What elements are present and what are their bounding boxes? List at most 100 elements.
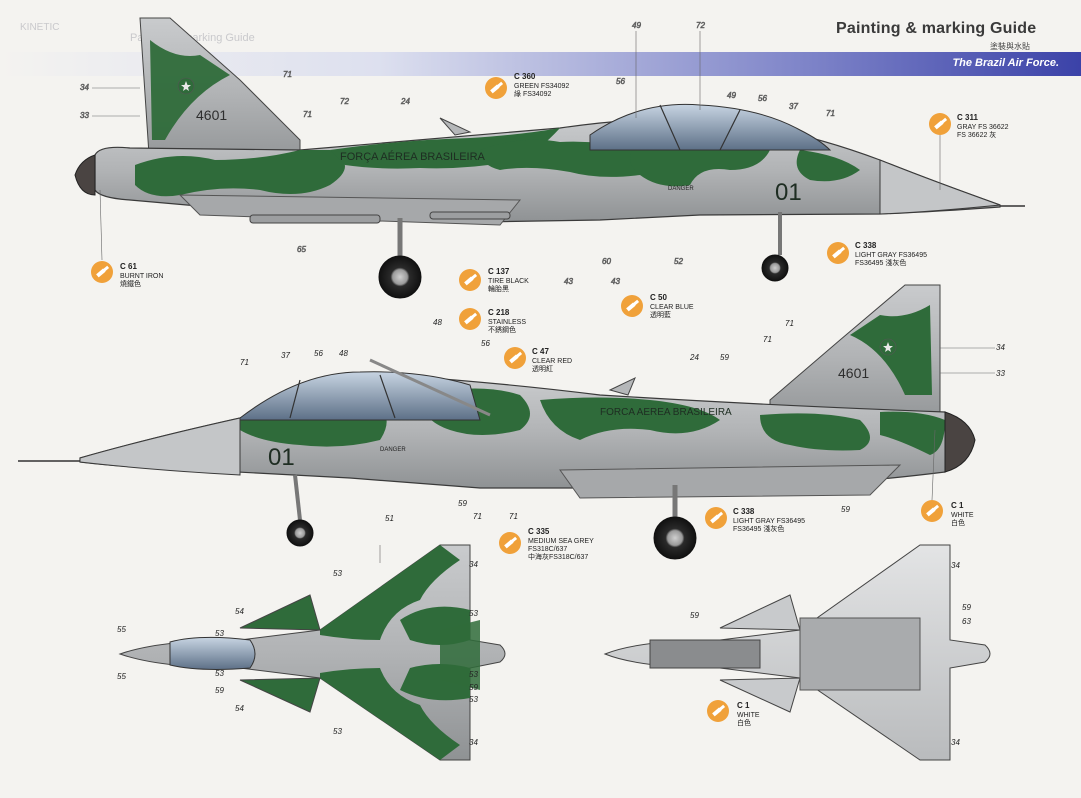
callout-label: 24 [400, 97, 410, 106]
callout-label: 59 [720, 353, 729, 362]
callout-label: 55 [117, 625, 126, 634]
svg-text:C 218: C 218 [488, 308, 510, 317]
callouts-left-profile: 72 49 56 49 56 37 71 34 33 71 71 72 24 6… [80, 21, 836, 287]
callout-label: 60 [602, 257, 611, 266]
fuselage-text-right: FORCA AEREA BRASILEIRA [600, 407, 732, 418]
ghost-logo: KINETIC [20, 22, 60, 33]
svg-text:WHITE: WHITE [951, 512, 974, 519]
callout-label: 49 [632, 21, 641, 30]
svg-text:FS 36622 灰: FS 36622 灰 [957, 130, 996, 139]
callout-label: 71 [763, 335, 772, 344]
svg-text:TIRE BLACK: TIRE BLACK [488, 278, 529, 285]
aircraft-right-profile: FORCA AEREA BRASILEIRA 01 4601 DANGER [18, 284, 976, 560]
callout-label: 53 [469, 670, 478, 679]
paint-callout-light-gray-1: C 338 LIGHT GRAY FS36495 FS36495 淺灰色 [827, 241, 927, 267]
svg-text:透明紅: 透明紅 [532, 364, 553, 373]
svg-text:FS36495 淺灰色: FS36495 淺灰色 [733, 524, 784, 533]
callout-label: 71 [509, 512, 518, 521]
svg-text:MEDIUM SEA GREY: MEDIUM SEA GREY [528, 538, 594, 545]
callout-label: 59 [962, 603, 971, 612]
svg-text:GREEN FS34092: GREEN FS34092 [514, 83, 569, 90]
svg-text:不銹鋼色: 不銹鋼色 [488, 325, 516, 334]
callout-label: 59 [841, 505, 850, 514]
svg-text:FS36495 淺灰色: FS36495 淺灰色 [855, 258, 906, 267]
callout-label: 72 [696, 21, 705, 30]
callout-label: 34 [996, 343, 1005, 352]
svg-text:CLEAR BLUE: CLEAR BLUE [650, 304, 694, 311]
svg-text:燒鐵色: 燒鐵色 [120, 279, 141, 288]
danger-label-right: DANGER [380, 447, 406, 453]
svg-text:輪胎黑: 輪胎黑 [488, 284, 509, 293]
svg-text:FS318C/637: FS318C/637 [528, 546, 567, 553]
callout-label: 48 [339, 349, 348, 358]
page-title: Painting & marking Guide [836, 20, 1037, 37]
paint-callout-stainless: C 218 STAINLESS 不銹鋼色 [459, 308, 526, 334]
callout-label: 71 [473, 512, 482, 521]
callout-label: 37 [789, 102, 798, 111]
svg-text:透明藍: 透明藍 [650, 310, 671, 319]
svg-text:GRAY FS 36622: GRAY FS 36622 [957, 124, 1009, 131]
callout-label: 34 [951, 738, 960, 747]
svg-text:BURNT IRON: BURNT IRON [120, 273, 163, 280]
callout-label: 43 [564, 277, 573, 286]
svg-text:WHITE: WHITE [737, 712, 760, 719]
svg-text:LIGHT GRAY FS36495: LIGHT GRAY FS36495 [733, 518, 805, 525]
paint-callout-green: C 360 GREEN FS34092 綠 FS34092 [485, 72, 569, 99]
callout-label: 55 [117, 672, 126, 681]
callout-label: 56 [616, 77, 625, 86]
callout-label: 71 [240, 358, 249, 367]
callout-label: 53 [469, 609, 478, 618]
paint-callout-light-gray-2: C 338 LIGHT GRAY FS36495 FS36495 淺灰色 [705, 507, 805, 533]
callout-label: 63 [962, 617, 971, 626]
callout-label: 53 [215, 629, 224, 638]
callout-label: 72 [340, 97, 349, 106]
svg-text:C 137: C 137 [488, 267, 510, 276]
callout-label: 53 [333, 727, 342, 736]
svg-text:C 335: C 335 [528, 527, 550, 536]
callout-label: 33 [80, 111, 89, 120]
nose-number-right: 01 [268, 444, 295, 471]
paint-callout-white-1: C 1 WHITE 白色 [921, 500, 974, 527]
callout-label: 53 [469, 695, 478, 704]
callout-label: 65 [297, 245, 306, 254]
paint-callout-medium-sea-grey: C 335 MEDIUM SEA GREY FS318C/637 中海灰FS31… [499, 527, 594, 561]
callout-label: 56 [758, 94, 767, 103]
callout-label: 56 [481, 339, 490, 348]
callout-label: 34 [469, 560, 478, 569]
callout-label: 59 [469, 683, 478, 692]
callout-label: 56 [314, 349, 323, 358]
svg-text:CLEAR RED: CLEAR RED [532, 358, 572, 365]
svg-text:C 1: C 1 [737, 701, 750, 710]
callout-label: 54 [235, 704, 244, 713]
callout-label: 59 [458, 499, 467, 508]
callout-label: 34 [469, 738, 478, 747]
callout-label: 52 [674, 257, 683, 266]
svg-text:C 338: C 338 [733, 507, 755, 516]
paint-callout-burnt-iron: C 61 BURNT IRON 燒鐵色 [91, 261, 163, 288]
callout-label: 43 [611, 277, 620, 286]
banner-text: The Brazil Air Force. [952, 57, 1059, 69]
callout-label: 37 [281, 351, 290, 360]
callout-label: 71 [303, 110, 312, 119]
callout-label: 71 [785, 319, 794, 328]
callout-label: 71 [283, 70, 292, 79]
svg-text:C 47: C 47 [532, 347, 549, 356]
aircraft-upper-view [118, 544, 506, 761]
paint-callout-gray: C 311 GRAY FS 36622 FS 36622 灰 [929, 113, 1009, 139]
callout-label: 48 [433, 318, 442, 327]
callout-label: 54 [235, 607, 244, 616]
svg-text:白色: 白色 [951, 518, 965, 527]
svg-text:綠 FS34092: 綠 FS34092 [514, 89, 551, 98]
callout-label: 33 [996, 369, 1005, 378]
callout-label: 51 [385, 514, 394, 523]
aircraft-left-profile: FORÇA AÉREA BRASILEIRA 01 4601 DANGER [74, 17, 1025, 299]
paint-callout-clear-red: C 47 CLEAR RED 透明紅 [504, 347, 572, 373]
tail-number-right: 4601 [838, 365, 869, 381]
leader-lines [92, 31, 995, 563]
fuselage-text-left: FORÇA AÉREA BRASILEIRA [340, 150, 486, 163]
svg-text:C 311: C 311 [957, 113, 978, 122]
svg-text:白色: 白色 [737, 718, 751, 727]
svg-text:中海灰FS318C/637: 中海灰FS318C/637 [528, 552, 588, 561]
